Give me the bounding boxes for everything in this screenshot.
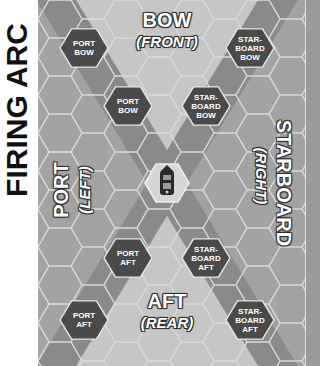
arc-hex: PORT BOW [103, 86, 153, 126]
ship-icon [160, 165, 174, 195]
arc-note: (LEFT) [77, 166, 92, 213]
arc-label: PORT AFT [111, 249, 145, 267]
arc-hex: STAR-BOARD BOW [181, 86, 231, 126]
arc-hex: STAR-BOARD BOW [225, 28, 275, 68]
arc-hex: STAR-BOARD AFT [225, 300, 275, 340]
side-title: FIRING ARC [2, 23, 32, 197]
arc-name: BOW [143, 10, 192, 30]
arc-name: AFT [148, 291, 187, 311]
arc-hex: PORT AFT [59, 300, 109, 340]
arc-label: PORT BOW [67, 39, 101, 57]
arc-label: STAR-BOARD AFT [233, 307, 267, 334]
arc-hex: STAR-BOARD AFT [181, 238, 231, 278]
arc-note: (FRONT) [136, 34, 198, 49]
arc-label: STAR-BOARD AFT [189, 245, 223, 272]
arc-label: STAR-BOARD BOW [189, 93, 223, 120]
arc-name: STARBOARD [274, 120, 294, 246]
arc-note: (RIGHT) [254, 148, 269, 205]
arc-label: STAR-BOARD BOW [233, 35, 267, 62]
arc-name: PORT [51, 162, 71, 218]
arc-hex: PORT BOW [59, 28, 109, 68]
arc-label: PORT AFT [67, 311, 101, 329]
arc-hex: PORT AFT [103, 238, 153, 278]
arc-note: (REAR) [141, 315, 194, 330]
arc-label: PORT BOW [111, 97, 145, 115]
